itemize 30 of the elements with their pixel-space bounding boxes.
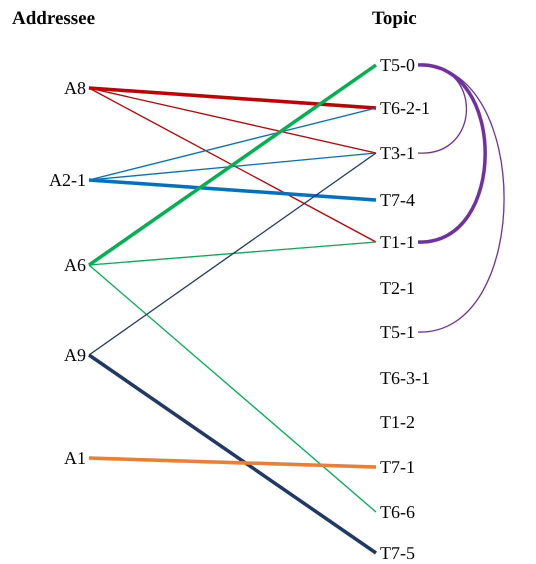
connector-line [88, 264, 376, 512]
node-label: T7-5 [380, 543, 415, 563]
node-label: A6 [64, 255, 86, 275]
node-label: T7-4 [380, 190, 415, 210]
node-label: T1-1 [380, 232, 415, 252]
connector-line [88, 87, 376, 154]
node-label: A2-1 [49, 170, 86, 190]
node-label: T3-1 [380, 143, 415, 163]
node-label: T2-1 [380, 278, 415, 298]
node-label: T5-0 [380, 55, 415, 75]
node-label: T1-2 [380, 412, 415, 432]
column-heading: Addressee [12, 8, 96, 30]
connector-line [88, 64, 377, 266]
node-label: T6-6 [380, 502, 415, 522]
node-label: T6-3-1 [380, 368, 430, 388]
node-label: A8 [64, 78, 86, 98]
connector-line [88, 456, 376, 469]
connector-line [88, 152, 376, 356]
connector-line [88, 178, 376, 202]
node-label: T5-1 [380, 322, 415, 342]
connector-line [418, 63, 487, 244]
node-label: A1 [64, 448, 86, 468]
connector-line [88, 86, 376, 110]
node-label: T7-1 [380, 457, 415, 477]
node-label: A9 [64, 345, 86, 365]
node-label: T6-2-1 [380, 98, 430, 118]
connector-line [88, 87, 376, 243]
connector-line [88, 354, 377, 554]
connector-line [88, 241, 376, 266]
column-heading: Topic [372, 8, 417, 30]
